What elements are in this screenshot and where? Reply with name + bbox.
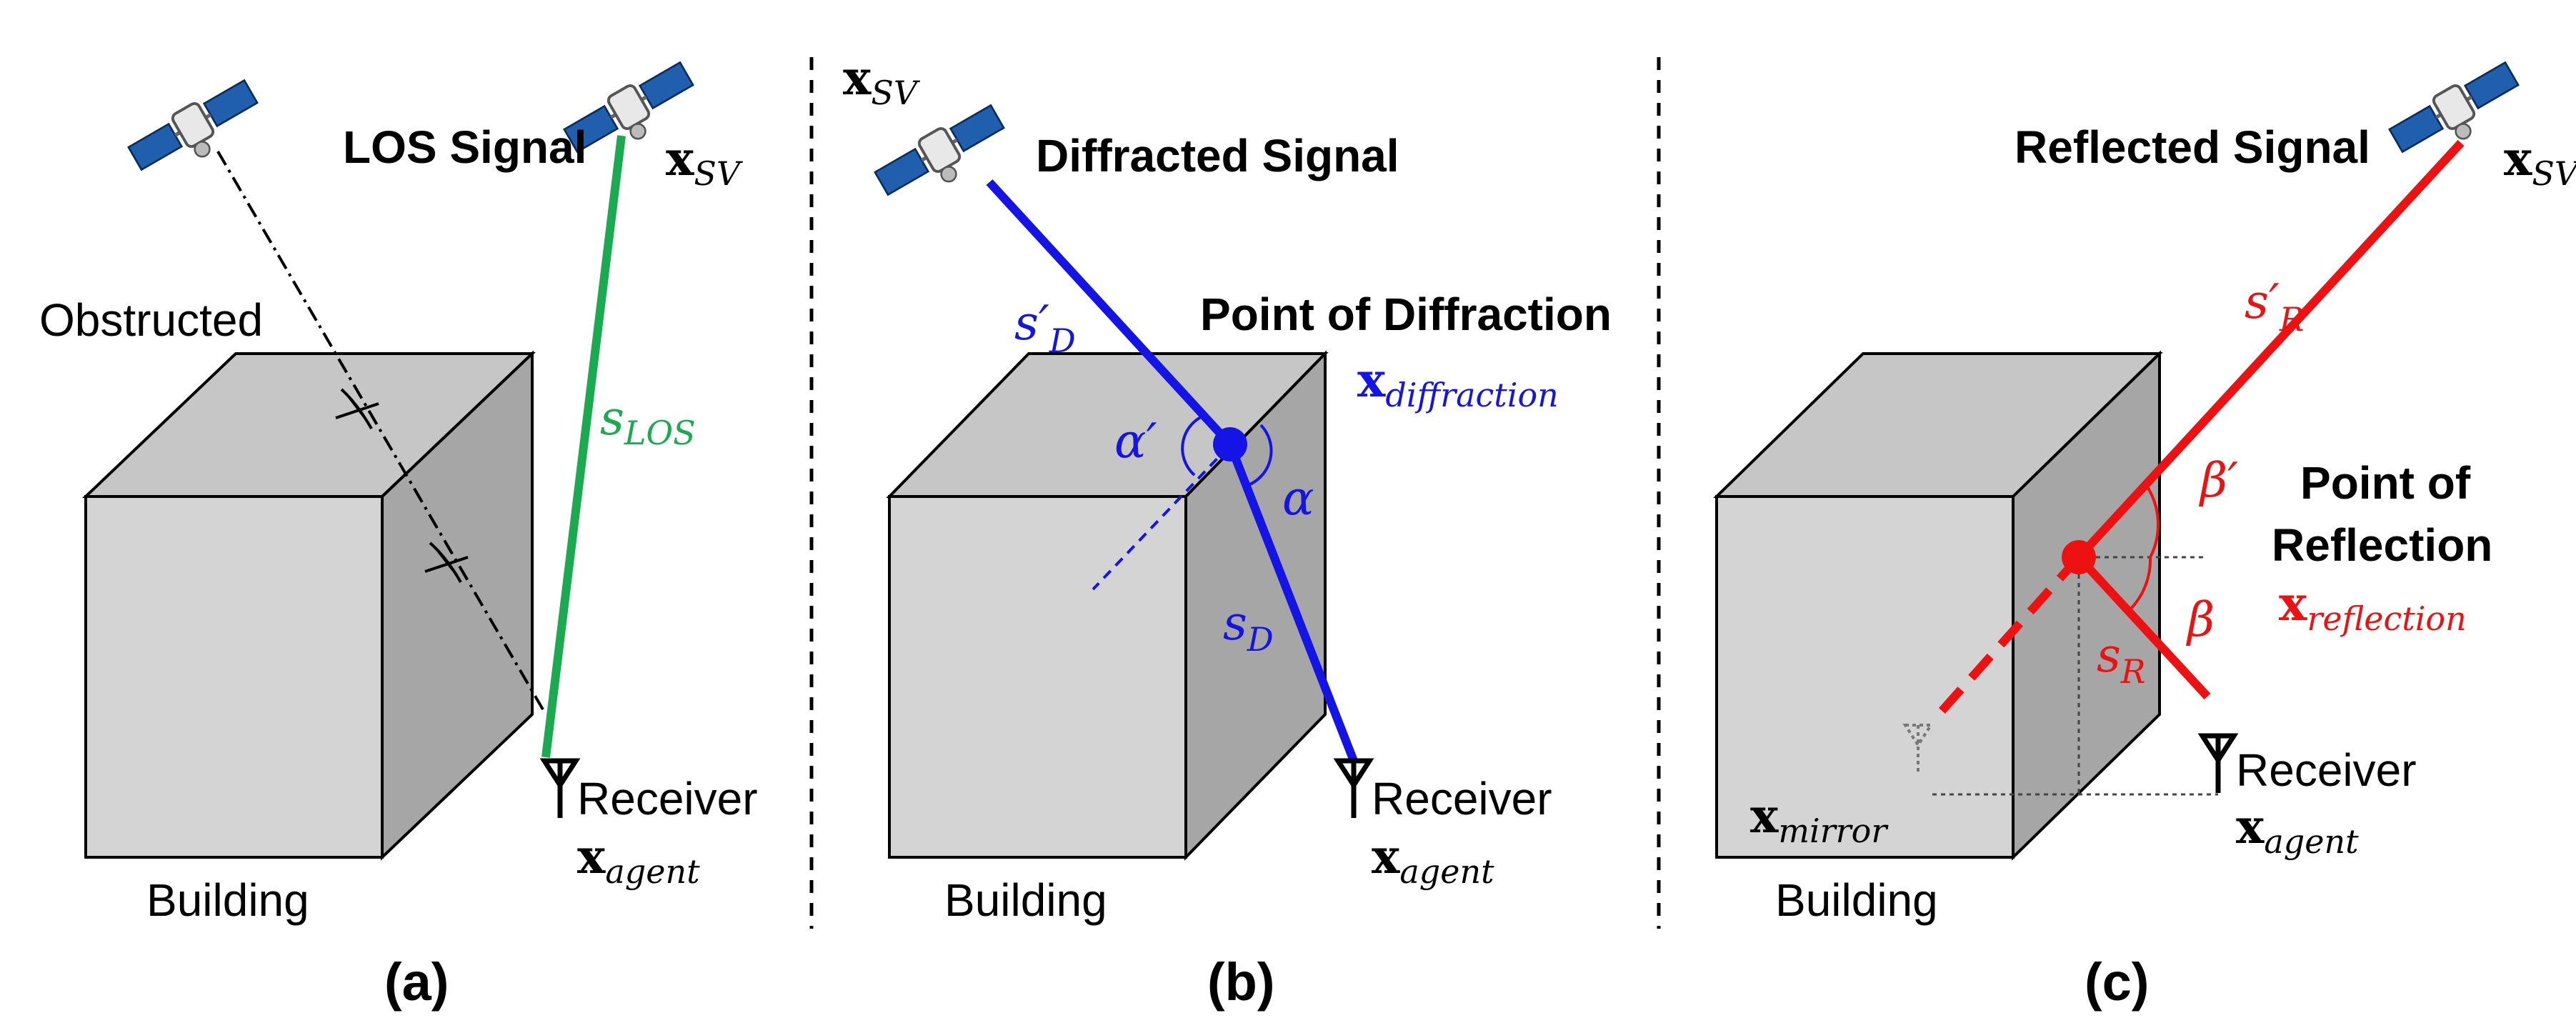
building — [886, 350, 1329, 861]
reflection-guide-lines — [1932, 556, 2218, 796]
sv-label: xSV — [843, 50, 921, 112]
building — [1713, 350, 2163, 861]
caption-a: (a) — [384, 952, 449, 1012]
panel-b: xSV Diffracted Signal Point of Diffracti… — [843, 50, 1612, 1012]
sv-label: xSV — [2504, 131, 2576, 193]
mirror-path — [1929, 554, 2082, 724]
obstructed-label: Obstructed — [39, 294, 263, 346]
beta-label: β — [2185, 592, 2215, 647]
diffraction-extension-line — [1092, 445, 1230, 591]
diffracted-signal-outgoing — [1226, 442, 1358, 763]
building-label: Building — [146, 874, 309, 926]
s-prime-r-label: s′R — [2245, 274, 2305, 339]
beta-arc — [2127, 557, 2152, 612]
alpha-arc — [1246, 424, 1273, 487]
obstructed-signal-path — [216, 150, 547, 716]
building-label: Building — [1775, 874, 1938, 926]
beta-prime-label: β′ — [2198, 453, 2238, 508]
point-of-label: Point of — [2300, 457, 2471, 509]
panel-a: LOS Signal xSV Obstructed sLOS Receiver … — [39, 62, 758, 1012]
antenna-icon — [1338, 761, 1369, 818]
building — [82, 350, 536, 861]
satellite-icon — [875, 105, 1004, 194]
building-label: Building — [944, 874, 1107, 926]
s-r-label: sR — [2097, 628, 2146, 691]
reflected-signal-incoming — [2075, 139, 2465, 561]
alpha-prime-label: α′ — [1114, 414, 1157, 469]
reflected-signal-label: Reflected Signal — [2015, 121, 2370, 173]
satellite-icon — [2390, 62, 2518, 151]
alpha-prime-arc — [1181, 413, 1208, 476]
antenna-icon — [2202, 736, 2234, 793]
antenna-icon — [544, 761, 576, 818]
obstruction-marks — [335, 388, 469, 583]
agent-label: xagent — [577, 829, 700, 891]
alpha-label: α — [1282, 471, 1314, 526]
caption-c: (c) — [2085, 952, 2149, 1012]
s-prime-d-label: s′D — [1014, 296, 1076, 360]
diffracted-signal-label: Diffracted Signal — [1036, 130, 1399, 181]
mirror-antenna-icon — [1902, 724, 1934, 775]
reflection-label: Reflection — [2272, 519, 2492, 571]
los-signal-label: LOS Signal — [343, 121, 586, 173]
diffraction-point — [1213, 427, 1247, 461]
receiver-label: Receiver — [2236, 744, 2417, 796]
x-reflection-label: xreflection — [2279, 576, 2467, 638]
caption-b: (b) — [1207, 952, 1275, 1012]
s-los-label: sLOS — [600, 391, 696, 452]
satellite-icon — [129, 80, 257, 169]
mirror-label: xmirror — [1750, 788, 1889, 850]
receiver-label: Receiver — [1372, 773, 1552, 824]
agent-label: xagent — [2236, 799, 2359, 861]
x-diffraction-label: xdiffraction — [1357, 352, 1559, 414]
diffracted-signal-incoming — [986, 179, 1234, 448]
sv-label: xSV — [666, 131, 744, 193]
reflected-signal-outgoing — [2075, 554, 2211, 700]
beta-prime-arc — [2145, 484, 2160, 558]
receiver-label: Receiver — [577, 773, 758, 824]
los-signal-line — [541, 135, 626, 758]
s-d-label: sD — [1223, 596, 1274, 659]
point-of-diffraction-label: Point of Diffraction — [1200, 289, 1612, 340]
agent-label: xagent — [1372, 829, 1494, 891]
panel-c: Reflected Signal xSV s′R Point of Reflec… — [1713, 62, 2576, 1012]
reflection-point — [2062, 540, 2096, 574]
